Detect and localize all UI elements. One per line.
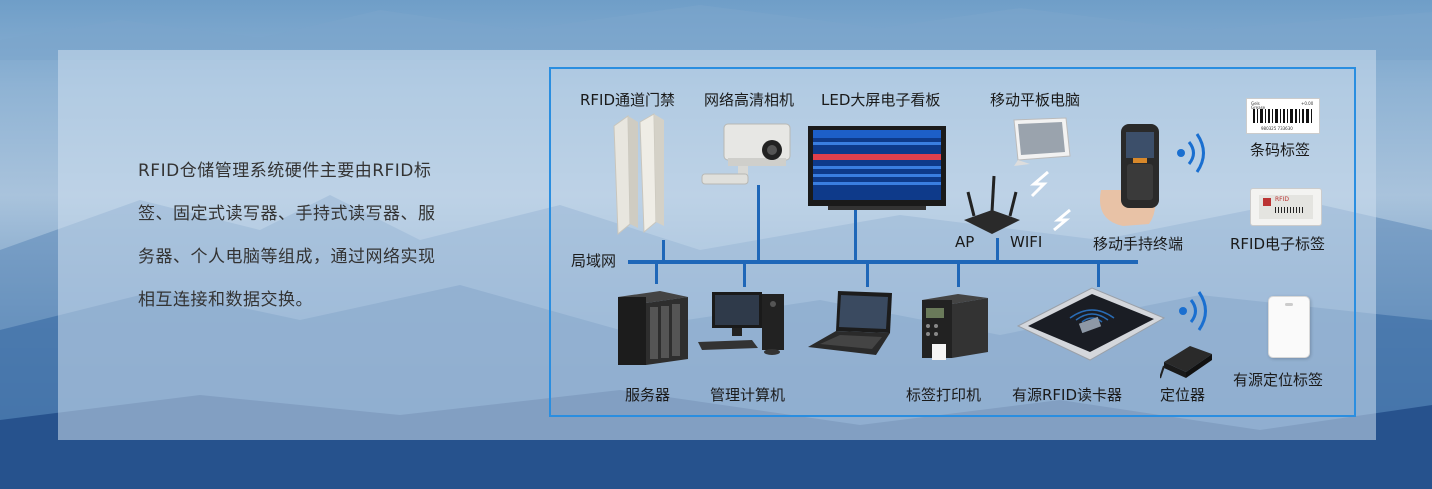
barcode-tag-image: Gels Grease +0.00 980325 733630 xyxy=(1246,98,1320,134)
label-rfid-reader: 有源RFID读卡器 xyxy=(1012,386,1123,404)
barcode-text-top-right: +0.00 xyxy=(1301,101,1314,106)
laptop-icon xyxy=(808,291,892,355)
system-description: RFID仓储管理系统硬件主要由RFID标 签、固定式读写器、手持式读写器、服 务… xyxy=(138,150,498,322)
desktop-pc-icon xyxy=(698,292,784,355)
led-board-icon xyxy=(808,126,946,210)
router-icon xyxy=(964,175,1020,234)
description-line: 签、固定式读写器、手持式读写器、服 xyxy=(138,204,436,224)
barcode-icon: Gels Grease +0.00 980325 733630 xyxy=(1251,101,1314,131)
wifi-signal-icon-2 xyxy=(1179,291,1207,331)
connector-reader xyxy=(1097,262,1100,287)
rfid-reader-icon xyxy=(1016,287,1166,361)
label-printer: 标签打印机 xyxy=(906,386,982,404)
label-server: 服务器 xyxy=(625,386,671,404)
connector-camera xyxy=(757,185,760,262)
description-line: RFID仓储管理系统硬件主要由RFID标 xyxy=(138,161,432,181)
label-active-tag: 有源定位标签 xyxy=(1233,371,1324,389)
barcode-text-top-left2: Grease xyxy=(1251,105,1266,110)
barcode-numbers: 980325 733630 xyxy=(1261,126,1293,131)
connector-server xyxy=(655,262,658,284)
connector-printer xyxy=(957,262,960,287)
diagram-frame xyxy=(549,67,1356,417)
connector-ap xyxy=(996,238,999,262)
description-line: 相互连接和数据交换。 xyxy=(138,290,313,310)
handheld-terminal-icon xyxy=(1099,124,1159,226)
label-mgmt-pc: 管理计算机 xyxy=(710,386,786,404)
label-rfid-gate: RFID通道门禁 xyxy=(580,91,676,109)
label-wifi: WIFI xyxy=(1010,233,1043,251)
label-rfid-e-tag: RFID电子标签 xyxy=(1230,235,1326,253)
label-tablet: 移动平板电脑 xyxy=(990,91,1081,109)
tablet-icon xyxy=(1013,117,1071,166)
wireless-link-icon xyxy=(1029,170,1049,198)
locator-icon xyxy=(1160,346,1212,379)
connector-led xyxy=(854,208,857,262)
wireless-link-icon-2 xyxy=(1053,208,1071,232)
connector-gate xyxy=(662,240,665,262)
connector-laptop xyxy=(866,262,869,287)
barcode-text-top-left: Gels xyxy=(1251,101,1260,106)
lan-bus-line xyxy=(628,260,1138,264)
active-location-tag-image xyxy=(1268,296,1310,358)
lan-label: 局域网 xyxy=(571,252,617,270)
label-printer-icon xyxy=(922,294,988,360)
server-rack-icon xyxy=(618,291,688,365)
content-panel xyxy=(58,50,1376,440)
rfid-electronic-tag-image: RFID xyxy=(1250,188,1322,226)
label-handheld: 移动手持终端 xyxy=(1093,235,1184,253)
label-ap: AP xyxy=(955,233,975,251)
rfid-gate-icon xyxy=(613,113,664,236)
description-line: 务器、个人电脑等组成，通过网络实现 xyxy=(138,247,436,267)
label-locator: 定位器 xyxy=(1160,386,1206,404)
wifi-signal-icon xyxy=(1177,133,1205,173)
camera-icon xyxy=(701,123,791,185)
label-led-board: LED大屏电子看板 xyxy=(821,91,941,109)
label-barcode-tag: 条码标签 xyxy=(1250,141,1311,159)
connector-pc xyxy=(743,262,746,287)
eink-text: RFID xyxy=(1275,196,1290,203)
label-camera: 网络高清相机 xyxy=(704,91,795,109)
